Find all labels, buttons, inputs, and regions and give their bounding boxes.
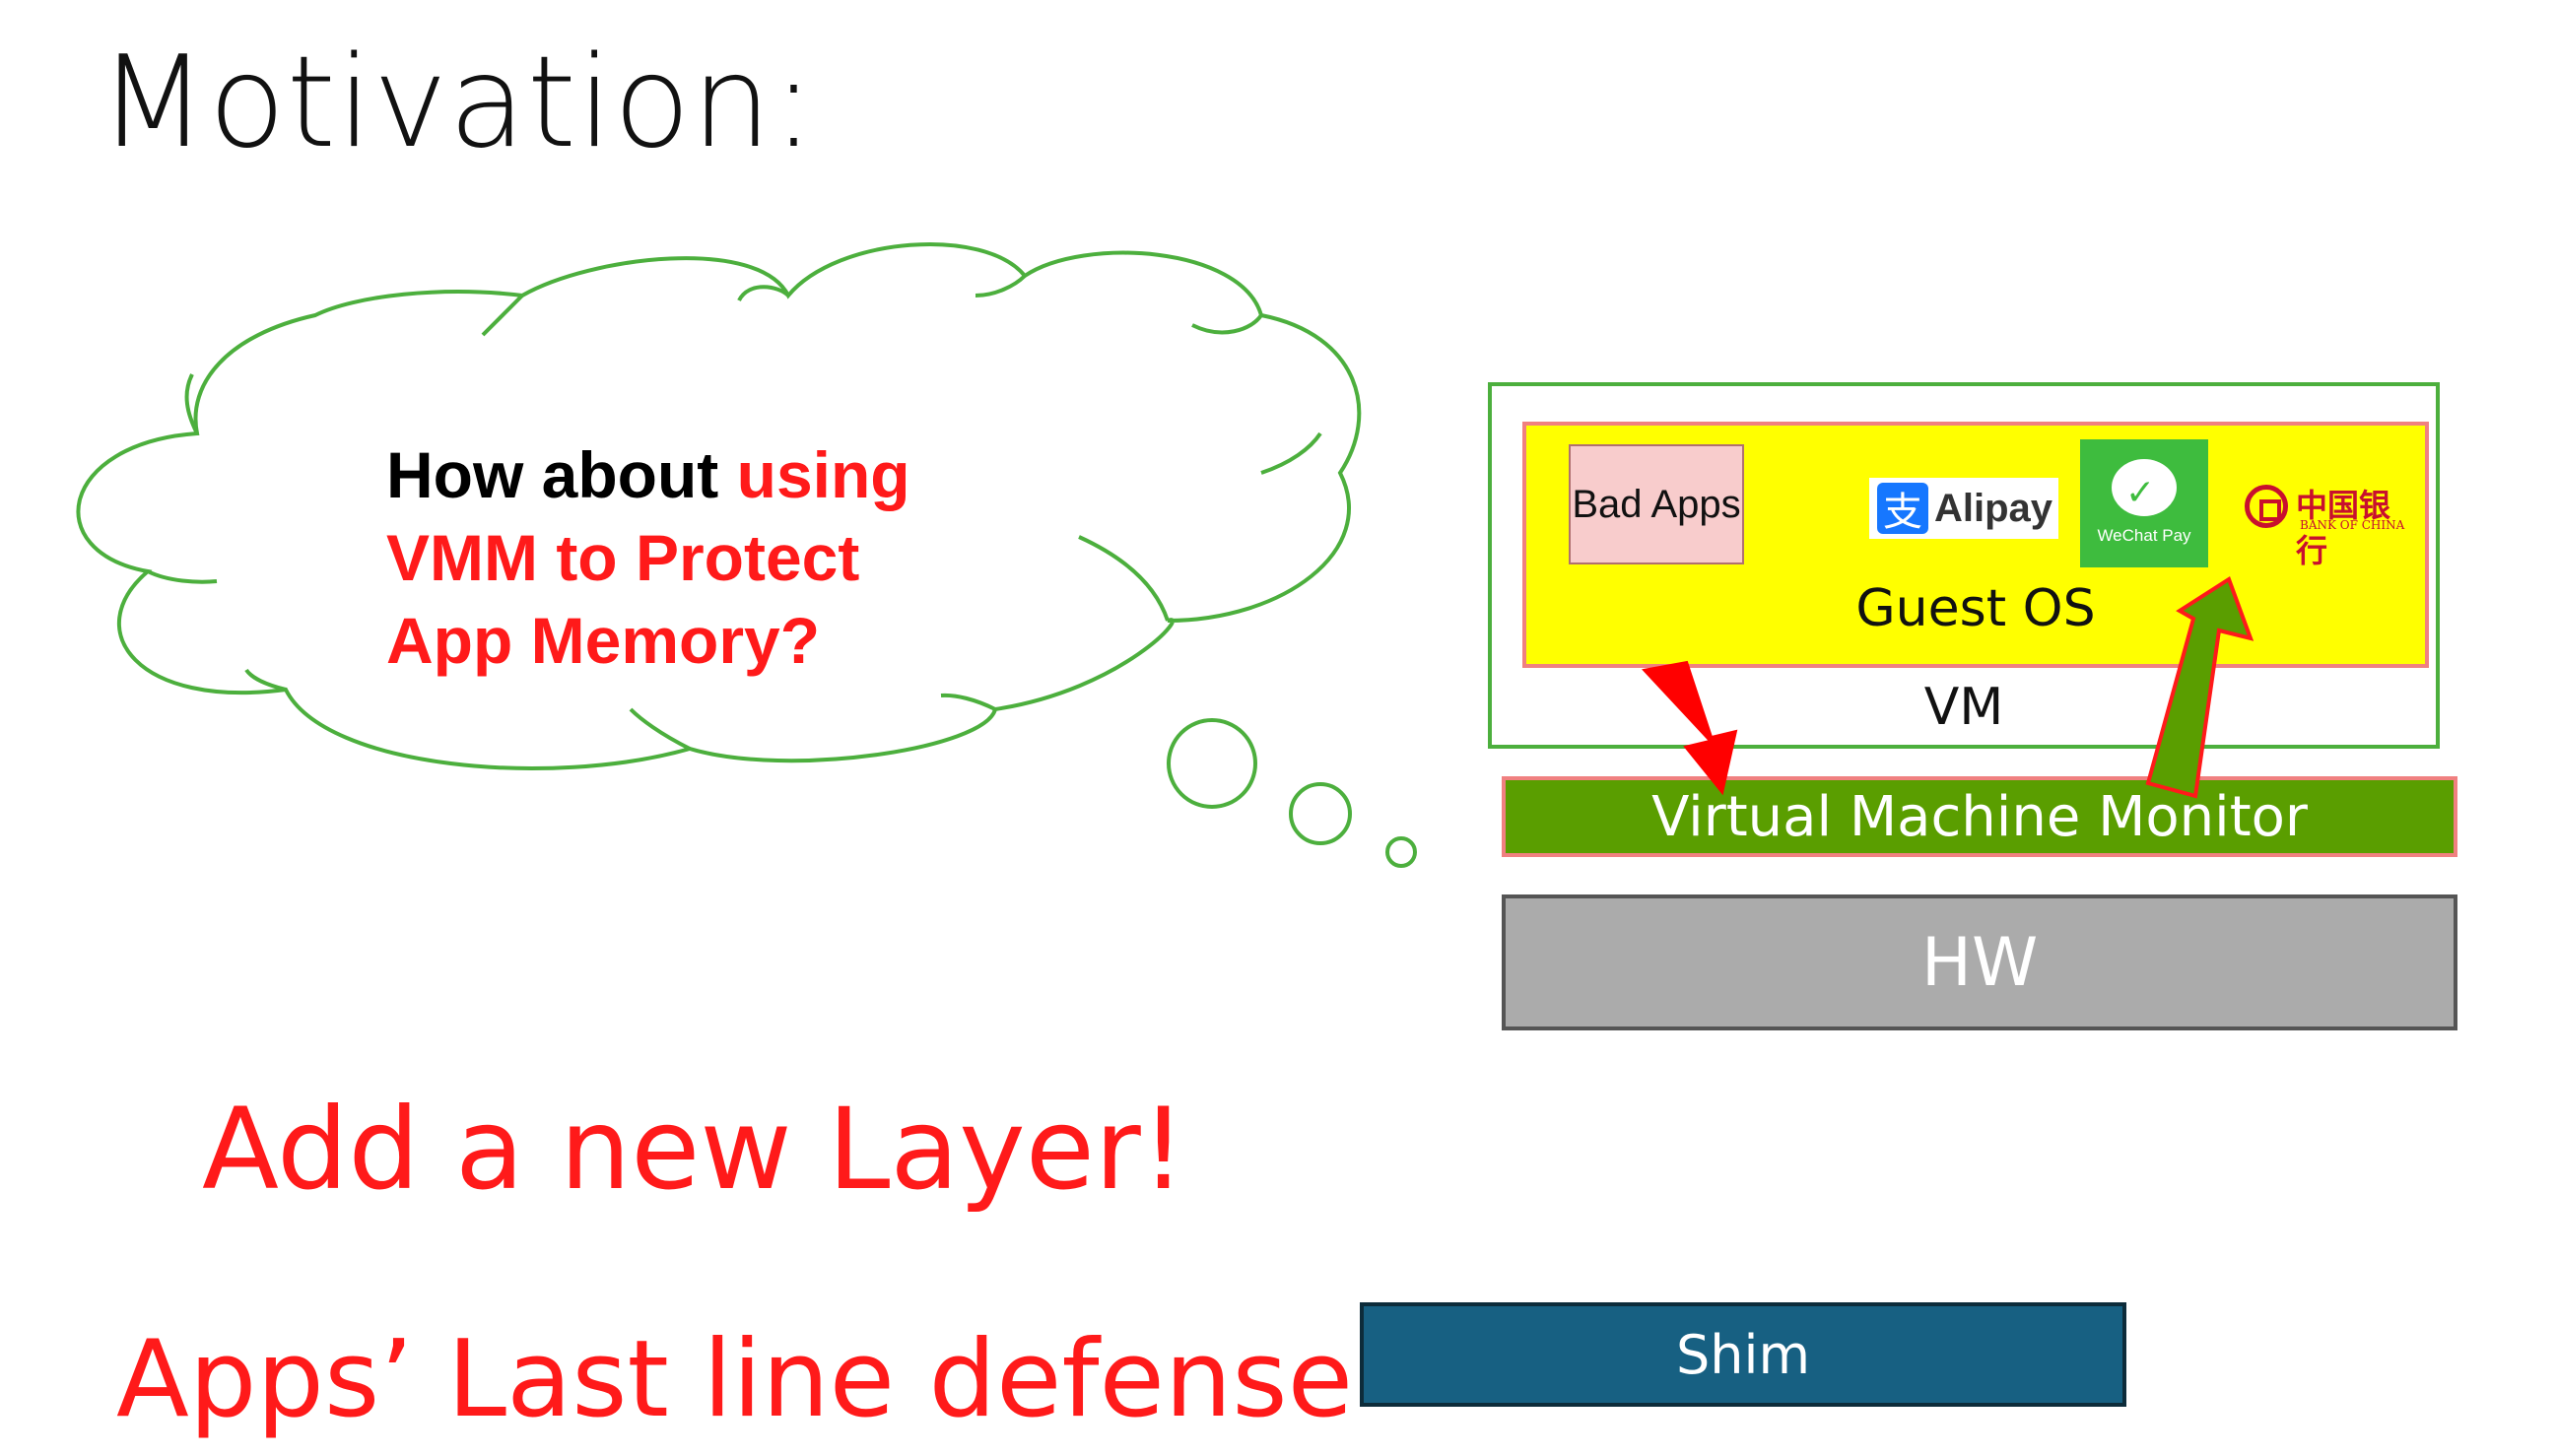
bad-apps-box: Bad Apps [1569,444,1744,564]
vmm-layer: Virtual Machine Monitor [1502,776,2457,857]
shim-label: Shim [1675,1323,1811,1386]
thought-line-1: How about using [386,433,997,516]
boc-coin-icon [2245,485,2288,528]
boc-english-name: BANK OF CHINA [2300,518,2405,532]
shim-layer: Shim [1360,1302,2126,1407]
alipay-icon: 支 [1877,483,1928,535]
green-arrow-up-icon [2145,575,2254,799]
alipay-logo: 支 Alipay [1869,478,2058,539]
check-icon: ✓ [2125,473,2156,513]
wechat-bubble-icon [2112,459,2177,516]
thought-line-3: App Memory? [386,604,821,677]
last-line-text: Apps’ Last line defense [116,1318,1354,1441]
thought-line-1-black: How about [386,438,737,511]
vmm-label: Virtual Machine Monitor [1651,784,2308,849]
boc-chinese-name: 中国银行 [2296,487,2391,569]
guest-os-label: Guest OS [1855,579,2096,638]
hw-label: HW [1920,923,2039,1002]
thought-text: How about using VMM to Protect App Memor… [386,433,997,682]
bank-of-china-logo: 中国银行 BANK OF CHINA [2245,481,2418,569]
add-layer-text: Add a new Layer! [202,1084,1186,1215]
vm-label: VM [1923,678,2004,737]
vm-box [1488,382,2440,749]
thought-line-1-red: using [736,438,910,511]
alipay-label: Alipay [1934,486,2053,530]
slide-title: Motivation: [99,30,816,176]
wechat-pay-label: WeChat Pay [2097,526,2191,545]
red-arrow-down-icon [1642,660,1738,796]
thought-line-2: VMM to Protect [386,521,860,594]
wechat-pay-logo: ✓ WeChat Pay [2080,439,2208,567]
bad-apps-label: Bad Apps [1572,482,1741,526]
hw-layer: HW [1502,894,2457,1030]
